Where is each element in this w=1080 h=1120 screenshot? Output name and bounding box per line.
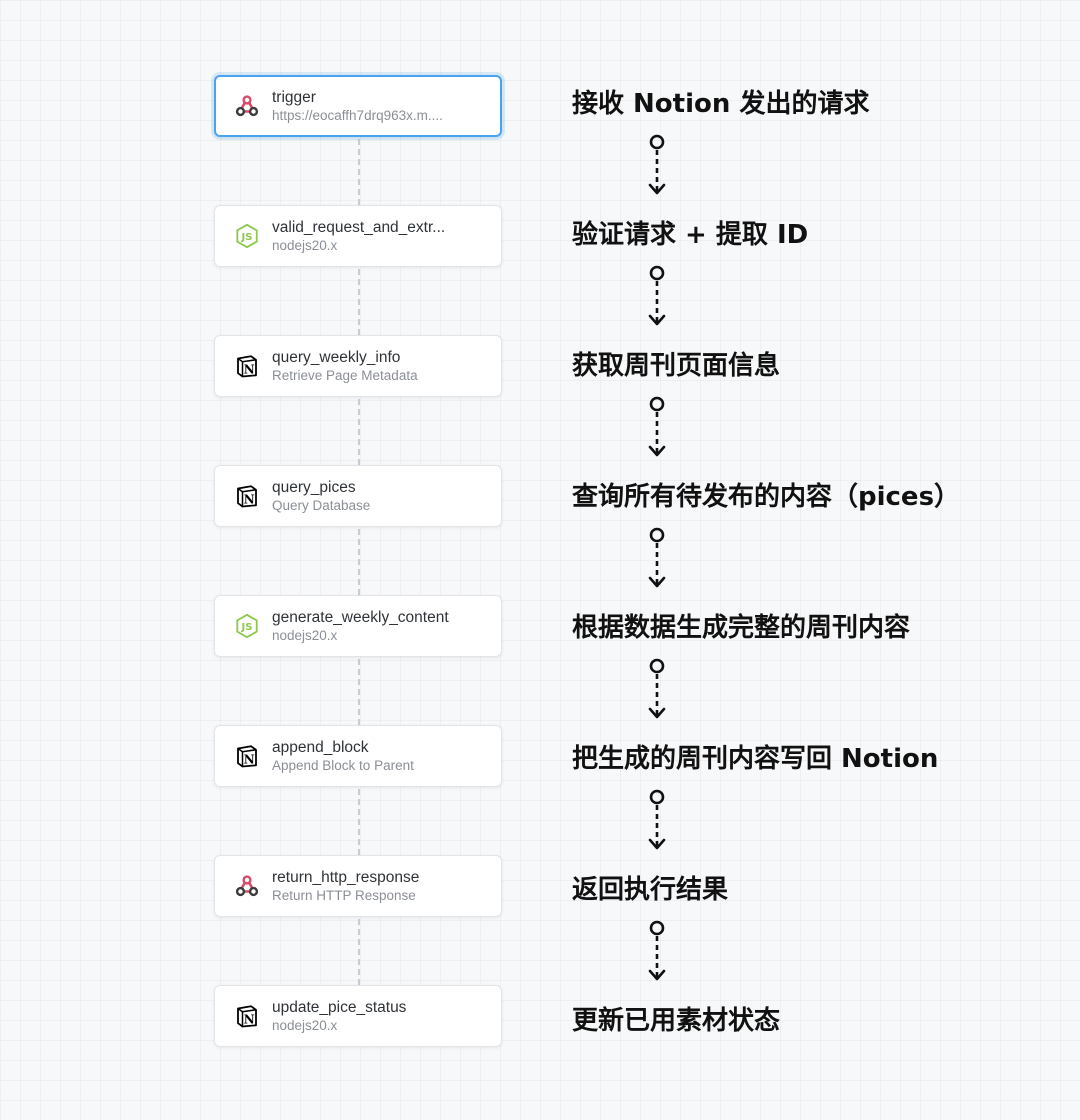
notion-icon: N bbox=[234, 743, 260, 769]
workflow-node-trigger[interactable]: trigger https://eocaffh7drq963x.m.... bbox=[214, 75, 502, 137]
notion-icon: N bbox=[234, 483, 260, 509]
svg-text:N: N bbox=[244, 362, 255, 376]
step-label: 根据数据生成完整的周刊内容 bbox=[572, 613, 911, 643]
step-label: 验证请求 + 提取 ID bbox=[572, 220, 809, 250]
node-connector bbox=[358, 529, 360, 595]
node-connector bbox=[358, 919, 360, 985]
nodejs-icon: JS bbox=[234, 223, 260, 249]
node-connector bbox=[358, 269, 360, 335]
workflow-node-query-weekly-info[interactable]: N query_weekly_info Retrieve Page Metada… bbox=[214, 335, 502, 397]
step-label: 把生成的周刊内容写回 Notion bbox=[572, 744, 939, 774]
svg-text:JS: JS bbox=[241, 622, 253, 633]
svg-text:JS: JS bbox=[241, 232, 253, 243]
step-label: 接收 Notion 发出的请求 bbox=[572, 89, 870, 119]
step-label: 更新已用素材状态 bbox=[572, 1006, 781, 1036]
node-name: append_block bbox=[272, 738, 369, 756]
flow-arrow-icon bbox=[648, 789, 666, 850]
node-name: query_pices bbox=[272, 478, 356, 496]
step-label: 查询所有待发布的内容（pices） bbox=[572, 482, 961, 512]
node-name: generate_weekly_content bbox=[272, 608, 449, 626]
webhook-icon bbox=[234, 873, 260, 899]
webhook-icon bbox=[234, 93, 260, 119]
node-name: trigger bbox=[272, 88, 316, 106]
workflow-node-return-http-response[interactable]: return_http_response Return HTTP Respons… bbox=[214, 855, 502, 917]
svg-text:N: N bbox=[244, 1012, 255, 1026]
node-subtitle: Query Database bbox=[272, 497, 371, 513]
node-subtitle: nodejs20.x bbox=[272, 237, 338, 253]
node-name: valid_request_and_extr... bbox=[272, 218, 446, 236]
workflow-node-valid-request[interactable]: JS valid_request_and_extr... nodejs20.x bbox=[214, 205, 502, 267]
node-subtitle: Return HTTP Response bbox=[272, 887, 416, 903]
node-name: update_pice_status bbox=[272, 998, 407, 1016]
workflow-node-update-pice-status[interactable]: N update_pice_status nodejs20.x bbox=[214, 985, 502, 1047]
flow-arrow-icon bbox=[648, 134, 666, 195]
node-subtitle: nodejs20.x bbox=[272, 627, 338, 643]
flow-arrow-icon bbox=[648, 527, 666, 588]
flow-arrow-icon bbox=[648, 658, 666, 719]
node-connector bbox=[358, 399, 360, 465]
node-connector bbox=[358, 659, 360, 725]
workflow-node-append-block[interactable]: N append_block Append Block to Parent bbox=[214, 725, 502, 787]
notion-icon: N bbox=[234, 353, 260, 379]
node-connector bbox=[358, 139, 360, 205]
node-subtitle: nodejs20.x bbox=[272, 1017, 338, 1033]
node-connector bbox=[358, 789, 360, 855]
flow-arrow-icon bbox=[648, 396, 666, 457]
flow-arrow-icon bbox=[648, 920, 666, 981]
svg-text:N: N bbox=[244, 752, 255, 766]
step-label: 返回执行结果 bbox=[572, 875, 729, 905]
step-label: 获取周刊页面信息 bbox=[572, 351, 781, 381]
workflow-node-generate-weekly-content[interactable]: JS generate_weekly_content nodejs20.x bbox=[214, 595, 502, 657]
flow-arrow-icon bbox=[648, 265, 666, 326]
node-subtitle: Append Block to Parent bbox=[272, 757, 414, 773]
node-subtitle: Retrieve Page Metadata bbox=[272, 367, 418, 383]
node-name: return_http_response bbox=[272, 868, 420, 886]
nodejs-icon: JS bbox=[234, 613, 260, 639]
node-subtitle: https://eocaffh7drq963x.m.... bbox=[272, 107, 443, 123]
workflow-node-query-pices[interactable]: N query_pices Query Database bbox=[214, 465, 502, 527]
node-name: query_weekly_info bbox=[272, 348, 401, 366]
notion-icon: N bbox=[234, 1003, 260, 1029]
svg-text:N: N bbox=[244, 492, 255, 506]
